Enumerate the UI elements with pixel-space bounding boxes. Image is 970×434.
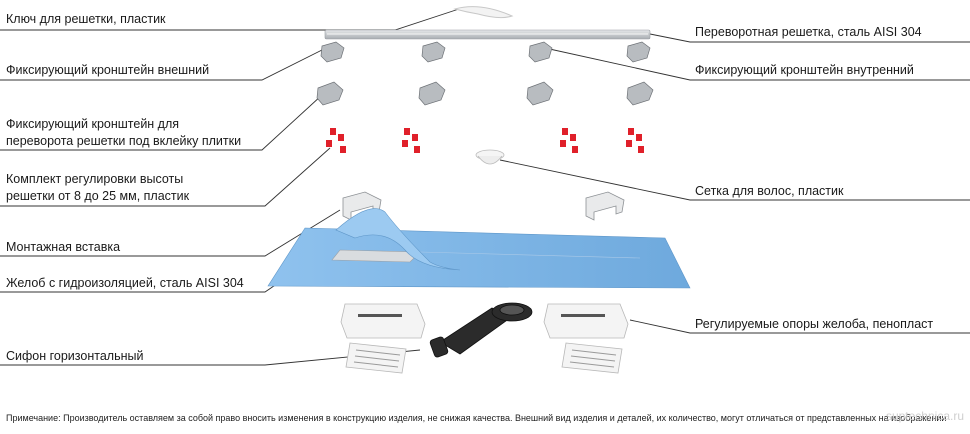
leader-hair-net <box>499 159 970 201</box>
end-caps <box>342 191 625 221</box>
label-bracket-tile-line1: Фиксирующий кронштейн для <box>6 117 180 131</box>
brackets-tile <box>316 81 654 106</box>
leader-supports <box>629 319 970 334</box>
siphon-shape <box>429 302 533 358</box>
bracket-tile-3 <box>526 81 554 106</box>
label-hair-net: Сетка для волос, пластик <box>695 184 844 198</box>
watermark: suptechnica.ru <box>885 409 964 423</box>
brackets-outer <box>320 41 651 63</box>
hair-net-shape <box>475 149 505 165</box>
label-grate: Переворотная решетка, сталь AISI 304 <box>695 25 922 39</box>
height-kit-pieces <box>326 128 644 153</box>
mount-insert-strip <box>335 208 461 271</box>
leader-grate <box>649 33 970 43</box>
label-siphon: Сифон горизонтальный <box>6 349 144 363</box>
label-bracket-outer: Фиксирующий кронштейн внешний <box>6 63 210 77</box>
disclaimer-note: Примечание: Производитель оставляем за с… <box>6 413 947 423</box>
leader-height-kit <box>0 147 331 207</box>
label-supports: Регулируемые опоры желоба, пенопласт <box>695 317 934 331</box>
bracket-outer-4 <box>626 41 651 63</box>
foam-ribs <box>353 349 617 368</box>
leader-bracket-outer <box>0 49 323 81</box>
label-bracket-tile-line2: переворота решетки под вклейку плитки <box>6 134 242 148</box>
leader-mount-insert <box>0 209 341 257</box>
channel-membrane <box>267 208 691 289</box>
end-cap-right <box>585 191 625 221</box>
label-height-kit-line1: Комплект регулировки высоты <box>6 172 184 186</box>
bracket-tile-4 <box>626 81 654 106</box>
label-bracket-inner: Фиксирующий кронштейн внутренний <box>695 63 914 77</box>
bracket-outer-2 <box>421 41 446 63</box>
label-height-kit-line2: решетки от 8 до 25 мм, пластик <box>6 189 190 203</box>
leader-bracket-inner <box>544 47 970 81</box>
bracket-tile-1 <box>316 81 344 106</box>
foam-support-2 <box>543 303 629 339</box>
grate-bar <box>324 29 651 40</box>
bracket-tile-2 <box>418 81 446 106</box>
leader-bracket-tile <box>0 94 323 151</box>
label-channel: Желоб с гидроизоляцией, сталь AISI 304 <box>6 276 244 290</box>
grate-key-shape <box>453 6 514 19</box>
bracket-outer-1 <box>320 41 345 63</box>
bracket-outer-3 <box>528 41 553 63</box>
foam-support-1 <box>340 303 426 339</box>
leader-lines <box>0 7 970 366</box>
label-mount-insert: Монтажная вставка <box>6 240 121 254</box>
label-key: Ключ для решетки, пластик <box>6 12 166 26</box>
